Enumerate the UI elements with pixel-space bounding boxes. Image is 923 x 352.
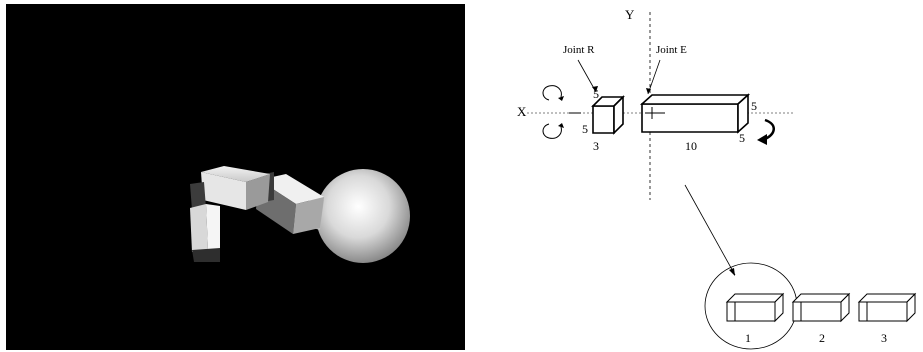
segment-box-1 [725, 292, 785, 323]
rotation-arrow-lower-icon [542, 123, 564, 139]
joint-r-label: Joint R [563, 44, 595, 56]
joint-e-depth-label: 5 [739, 131, 745, 145]
joint-r-height-label: 5 [593, 87, 599, 101]
joint-r-box [591, 95, 625, 135]
joint-e-box [639, 93, 751, 134]
joint-r-depth-label: 5 [582, 122, 588, 136]
segment-box-2 [791, 292, 851, 323]
segment-3-label: 3 [881, 331, 887, 345]
schematic-canvas: Y X Joint R 5 5 3 Joint E [517, 7, 917, 350]
rotation-arrow-upper-icon [542, 85, 564, 101]
3d-render-view [6, 4, 465, 350]
arm-segment-upper-front [201, 172, 246, 210]
segment-1-label: 1 [745, 331, 751, 345]
arm-segment-lower-side [206, 204, 220, 250]
joint-schematic-diagram: Y X Joint R 5 5 3 Joint E [465, 0, 923, 352]
segment-2-label: 2 [819, 331, 825, 345]
zoom-pointer-arrowhead-icon [729, 268, 735, 276]
joint-e-rotation-arrow-icon [757, 118, 775, 145]
segment-chain [725, 292, 917, 323]
joint-e-pointer-arrowhead-icon [646, 88, 651, 94]
arm-segment-forearm-front [293, 197, 324, 234]
joint-e-pointer [647, 59, 661, 95]
joint-e-label: Joint E [656, 44, 687, 56]
render-canvas [190, 166, 410, 263]
arm-joint-base [192, 248, 220, 262]
arm-segment-upper [201, 166, 270, 182]
arm-segment-lower [190, 204, 208, 252]
segment-box-3 [857, 292, 917, 323]
x-axis-label: X [517, 104, 527, 119]
joint-r-pointer-arrowhead-icon [592, 86, 598, 92]
joint-e-length-label: 10 [685, 139, 697, 153]
sphere-object [316, 169, 410, 263]
arm-joint-shoulder [190, 182, 206, 210]
joint-r-width-label: 3 [593, 139, 599, 153]
joint-e-height-label: 5 [751, 99, 757, 113]
y-axis-label: Y [625, 7, 635, 22]
zoom-pointer [684, 184, 736, 276]
arm-segment-upper-end [246, 174, 270, 210]
joint-r-pointer [577, 59, 597, 93]
arm-segment-forearm [259, 174, 324, 204]
